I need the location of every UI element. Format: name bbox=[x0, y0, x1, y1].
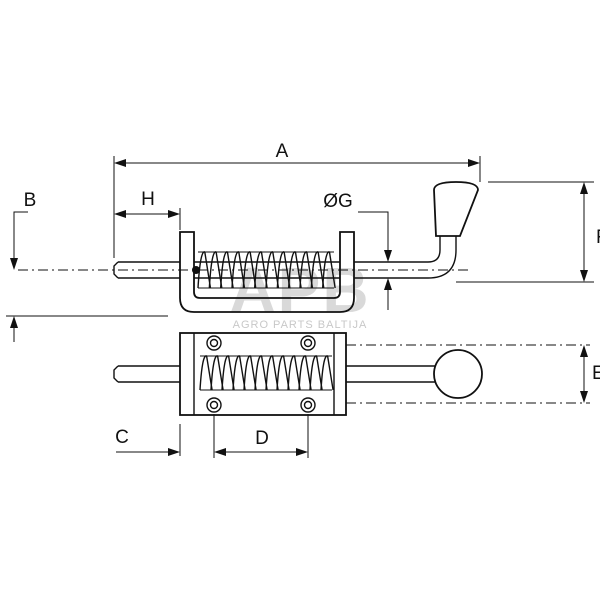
plan-knob bbox=[433, 349, 483, 399]
spring-coil bbox=[232, 355, 246, 391]
spring-coil bbox=[276, 355, 290, 391]
spring-coil bbox=[210, 355, 224, 391]
watermark-tagline: AGRO PARTS BALTIJA bbox=[233, 319, 368, 331]
stop-pin bbox=[192, 266, 200, 274]
base-plate bbox=[179, 332, 347, 416]
spring-coil bbox=[265, 355, 279, 391]
spring-coil bbox=[287, 355, 301, 391]
spring bbox=[197, 251, 336, 289]
u-bracket bbox=[179, 231, 355, 313]
plan-spring bbox=[199, 355, 334, 391]
dimension-d-label: D bbox=[255, 428, 269, 449]
dimension-d: D bbox=[213, 414, 309, 458]
watermark-logo: APB AGRO PARTS BALTIJA bbox=[229, 254, 370, 331]
dimension-a: A bbox=[113, 141, 481, 258]
handle-bend-inner bbox=[427, 236, 441, 263]
dimension-c: C bbox=[115, 424, 181, 456]
spring-coil bbox=[309, 355, 323, 391]
spring-coil bbox=[298, 355, 312, 391]
dimension-e-label: E bbox=[592, 363, 600, 384]
mounting-hole-top-right bbox=[300, 335, 316, 351]
dimension-f: F bbox=[456, 181, 600, 283]
dimension-h: H bbox=[114, 189, 181, 230]
handle-knob bbox=[433, 181, 479, 237]
dimension-b-label: B bbox=[24, 190, 37, 211]
dimension-a-label: A bbox=[276, 141, 289, 162]
mounting-hole-bottom-left bbox=[206, 397, 222, 413]
spring-coil bbox=[320, 355, 334, 391]
spring-coil bbox=[221, 355, 235, 391]
handle-bend-outer bbox=[427, 236, 457, 279]
spring-coil bbox=[254, 355, 268, 391]
dimension-e: E bbox=[580, 345, 600, 403]
dimension-g-label: ØG bbox=[323, 191, 353, 212]
dimension-g: ØG bbox=[323, 191, 392, 310]
watermark-logo-text: APB bbox=[229, 254, 370, 326]
spring-coil bbox=[243, 355, 257, 391]
dimension-f-label: F bbox=[596, 227, 600, 248]
mounting-hole-top-left bbox=[206, 335, 222, 351]
mounting-hole-bottom-right bbox=[300, 397, 316, 413]
dimension-h-label: H bbox=[141, 189, 155, 210]
dimension-b: B bbox=[6, 190, 168, 342]
side-view bbox=[18, 181, 479, 313]
plan-pin-tip bbox=[113, 365, 119, 383]
plan-view bbox=[113, 332, 590, 416]
spring-coil bbox=[199, 355, 213, 391]
dimension-c-label: C bbox=[115, 427, 129, 448]
pin-tip bbox=[113, 261, 119, 279]
